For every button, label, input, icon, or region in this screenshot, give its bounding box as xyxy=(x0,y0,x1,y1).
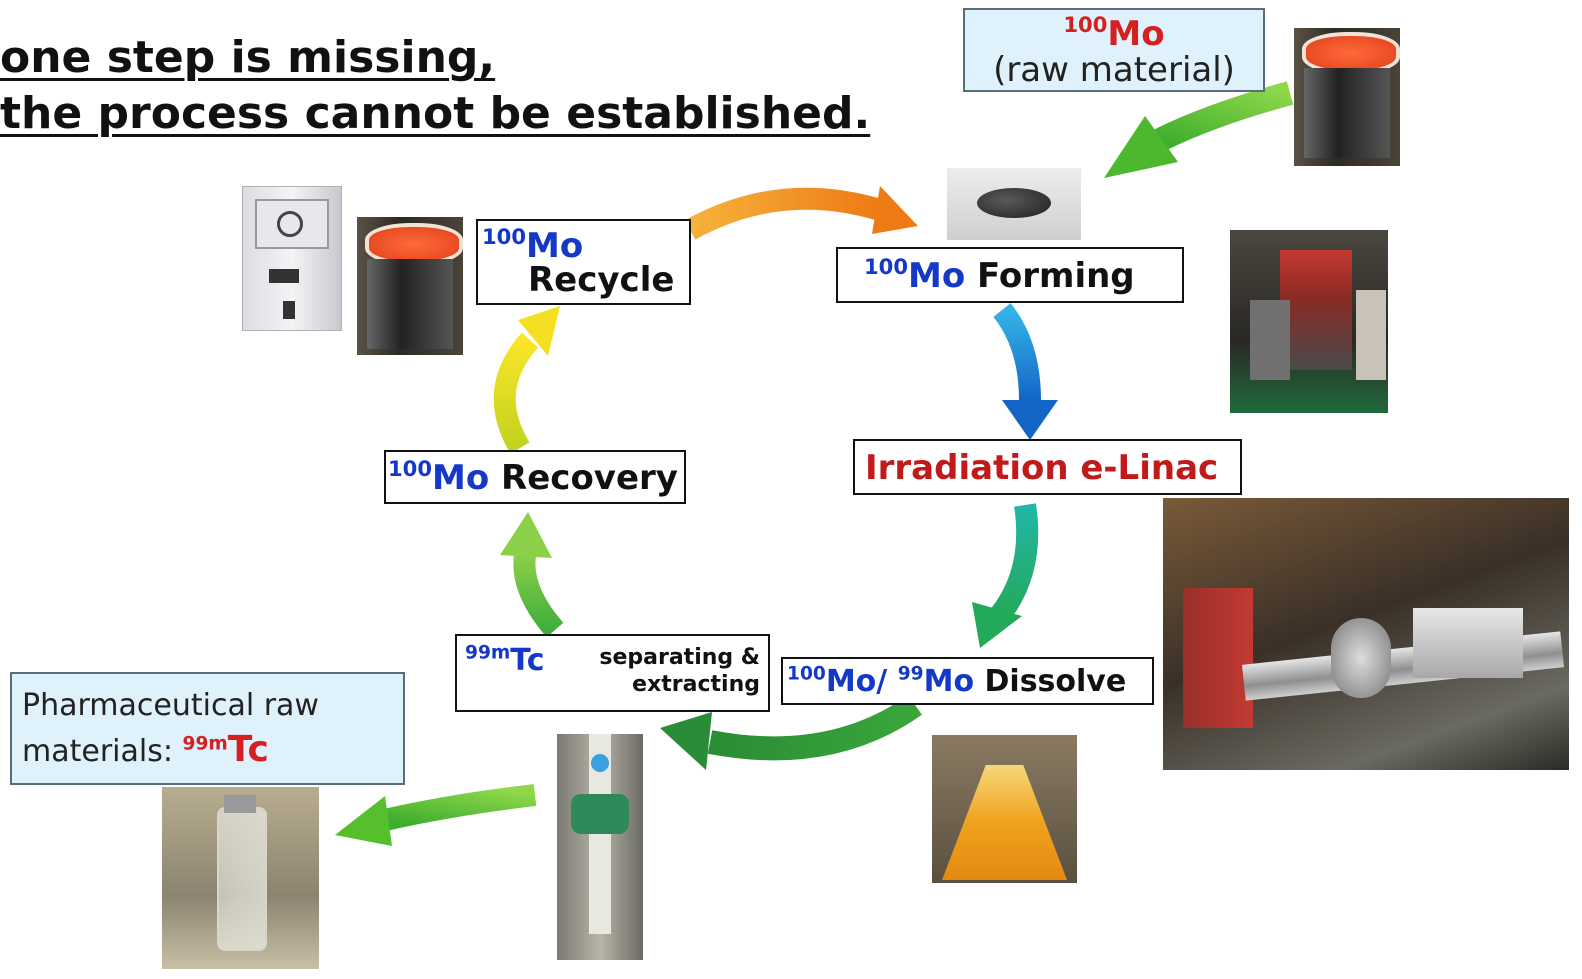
raw-material-label: (raw material) xyxy=(993,50,1235,90)
separation-column-photo xyxy=(557,734,643,960)
arrow-raw-to-forming xyxy=(1104,81,1294,178)
step-recycle-element: Mo xyxy=(526,226,584,266)
step-forming-mass-number: 100 xyxy=(864,253,908,279)
raw-material-element: Mo xyxy=(1107,14,1165,54)
step-separating-isotope: 99mTc xyxy=(465,644,545,678)
step-recovery-label: Recovery xyxy=(501,458,678,498)
dissolve-flask-photo xyxy=(932,735,1077,883)
step-recycle-label: Recycle xyxy=(528,260,675,300)
raw-material-mass-number: 100 xyxy=(1063,11,1108,37)
raw-material-isotope: 100Mo xyxy=(965,14,1263,54)
raw-material-box: 100Mo (raw material) xyxy=(963,8,1265,92)
step-dissolve-element-100: Mo/ xyxy=(825,664,888,699)
recycle-jar-photo xyxy=(357,217,463,355)
mo-disk-photo xyxy=(947,168,1081,240)
step-recovery-mass-number: 100 xyxy=(388,455,432,481)
pharma-mass-number: 99m xyxy=(182,733,228,755)
vial-photo xyxy=(162,787,319,969)
step-separating-label-line-1: separating & xyxy=(599,645,760,670)
step-dissolve-isotope-100: 100Mo/ xyxy=(787,664,887,699)
step-dissolve-mass-number-99: 99 xyxy=(897,663,924,685)
pharma-label-line-1: Pharmaceutical raw xyxy=(22,688,319,723)
step-recycle-box: 100Mo Recycle xyxy=(476,219,691,305)
forming-machine-photo xyxy=(1230,230,1388,413)
pharma-label-line-2: materials: 99mTc xyxy=(22,728,403,774)
pharma-label-text: materials: xyxy=(22,734,173,769)
pharma-box: Pharmaceutical raw materials: 99mTc xyxy=(10,672,405,785)
arrow-recovery-to-recycle xyxy=(493,306,560,454)
title-line-2: the process cannot be established. xyxy=(0,88,871,139)
arrow-irradiation-to-dissolve xyxy=(972,503,1039,648)
step-forming-element: Mo xyxy=(908,256,966,296)
step-forming-box: 100Mo Forming xyxy=(836,247,1184,303)
step-recovery-element: Mo xyxy=(432,458,490,498)
step-separating-content: 99mTc separating & extracting xyxy=(465,644,760,698)
step-dissolve-isotope-99: 99Mo xyxy=(898,664,974,699)
step-separating-label-line-2: extracting xyxy=(632,672,760,697)
step-recovery-box: 100Mo Recovery xyxy=(384,450,686,504)
arrow-separating-to-pharma xyxy=(335,784,537,846)
step-separating-mass-number: 99m xyxy=(465,642,511,664)
step-dissolve-mass-number-100: 100 xyxy=(787,663,826,685)
arrow-dissolve-to-separating xyxy=(660,695,922,770)
arrow-forming-to-irradiation xyxy=(993,303,1058,440)
linac-photo xyxy=(1163,498,1569,770)
step-recycle-isotope: 100Mo xyxy=(482,226,689,266)
step-separating-text: separating & extracting xyxy=(545,644,760,698)
pharma-element: Tc xyxy=(227,729,269,770)
page-title: one step is missing, the process cannot … xyxy=(0,30,870,142)
step-dissolve-label: Dissolve xyxy=(984,664,1127,699)
recycle-dryer-photo xyxy=(242,186,342,331)
step-forming-isotope: 100Mo xyxy=(864,256,965,296)
title-line-1: one step is missing, xyxy=(0,32,496,83)
step-separating-box: 99mTc separating & extracting xyxy=(455,634,770,712)
step-recovery-isotope: 100Mo xyxy=(388,458,489,498)
arrow-recycle-to-forming xyxy=(684,186,918,240)
step-irradiation-label: Irradiation e-Linac xyxy=(865,448,1219,488)
raw-material-jar-photo xyxy=(1294,28,1400,166)
arrow-separating-to-recovery xyxy=(500,512,564,638)
step-dissolve-box: 100Mo/ 99Mo Dissolve xyxy=(781,657,1154,705)
step-irradiation-box: Irradiation e-Linac xyxy=(853,439,1242,495)
step-dissolve-element-99: Mo xyxy=(923,664,975,699)
step-recycle-mass-number: 100 xyxy=(482,223,526,249)
pharma-isotope: 99mTc xyxy=(182,729,269,770)
step-forming-label: Forming xyxy=(977,256,1135,296)
step-separating-element: Tc xyxy=(510,643,545,678)
